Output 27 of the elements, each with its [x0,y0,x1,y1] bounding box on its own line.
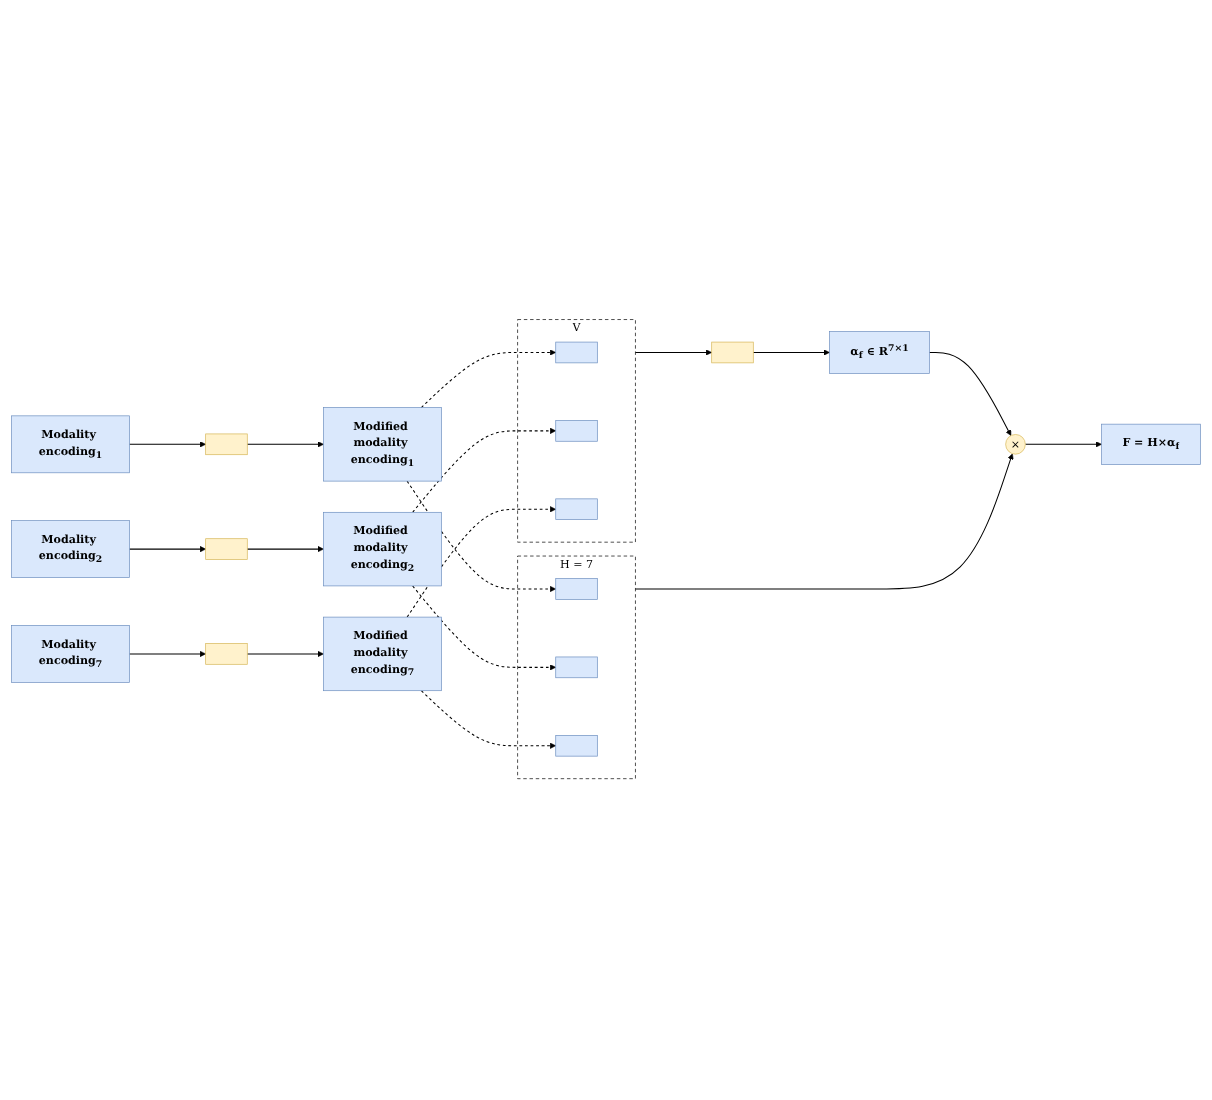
arrow [246,442,324,449]
arrow [752,350,830,357]
arrow [128,546,206,554]
arrow [420,691,557,750]
arrow [128,442,206,449]
node-box [555,342,598,365]
node-box [555,579,598,601]
node-bar [205,644,248,666]
arrow [412,586,557,672]
arrow [128,651,206,658]
node-bar [205,539,248,561]
arrow [246,546,324,554]
arrow [634,454,1014,591]
node-box [555,421,598,443]
arrow [420,350,557,409]
arrow [1024,442,1102,449]
arrow [406,507,557,619]
arrow [246,651,324,658]
node-box [555,499,598,521]
arrow [634,350,712,357]
arrow [928,352,1012,437]
node-box [555,735,598,758]
arrow [412,428,557,514]
arrow [406,481,557,593]
node-bar [711,342,754,365]
node-bar [205,434,248,456]
node-box [555,657,598,679]
